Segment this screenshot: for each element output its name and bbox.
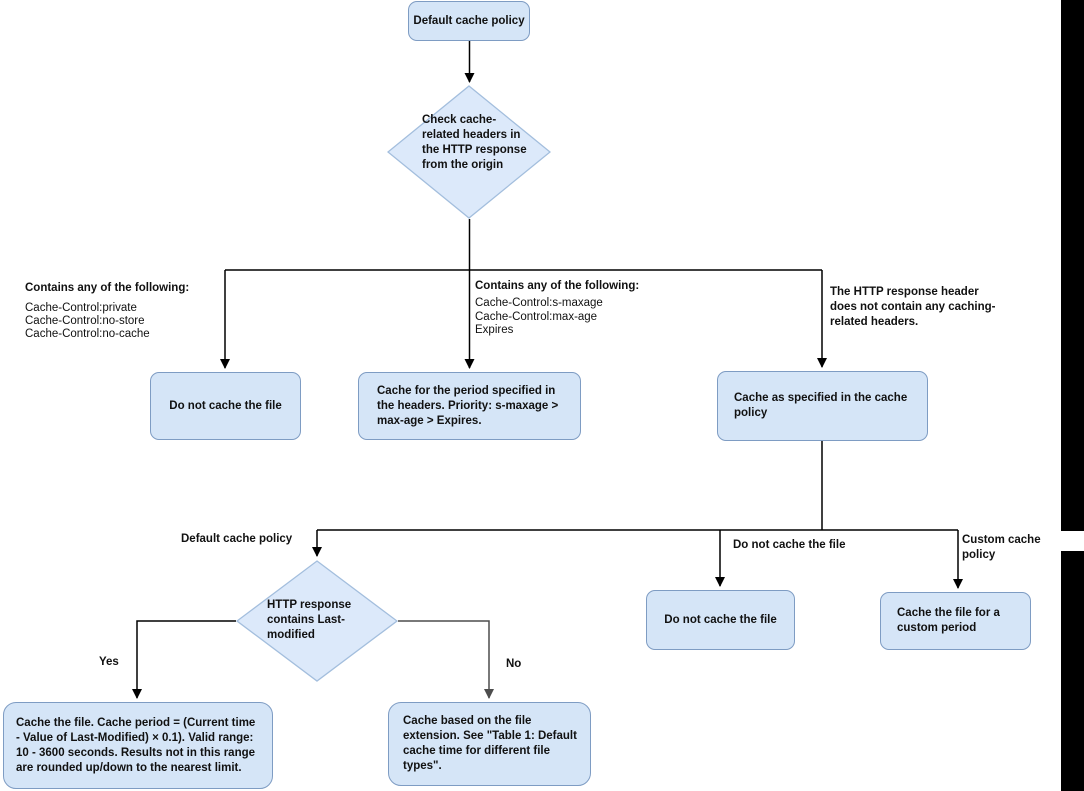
edge-label-default-policy: Default cache policy: [181, 533, 293, 545]
outside-canvas-strip: [1061, 0, 1084, 791]
edge-label-custom-policy: Custom cache policy: [962, 534, 1041, 561]
node-do-not-cache-1: Do not cache the file: [150, 372, 301, 440]
node-start: Default cache policy: [408, 1, 530, 41]
node-cache-custom: Cache the file for a custom period: [880, 592, 1031, 650]
node-cache-period: Cache for the period specified in the he…: [358, 372, 581, 440]
edge-label-right: The HTTP response header does not contai…: [830, 286, 996, 328]
node-cache-as-policy-label: Cache as specified in the cache policy: [734, 392, 908, 419]
node-cache-custom-label: Cache the file for a custom period: [897, 607, 1000, 634]
node-cache-extension-label: Cache based on the file extension. See "…: [403, 715, 577, 772]
edge-label-middle: Contains any of the following: Cache-Con…: [475, 279, 639, 338]
node-cache-period-label: Cache for the period specified in the he…: [377, 384, 559, 427]
node-cache-extension: Cache based on the file extension. See "…: [388, 702, 591, 786]
node-decision-last-modified: HTTP response contains Last- modified: [236, 560, 398, 682]
edge-label-left-items: Cache-Control:private Cache-Control:no-s…: [25, 302, 150, 340]
edge-label-do-not-cache: Do not cache the file: [733, 539, 846, 551]
edge-label-no: No: [506, 658, 522, 670]
edge-label-left-heading: Contains any of the following:: [25, 282, 190, 294]
node-do-not-cache-2-label: Do not cache the file: [664, 613, 777, 626]
node-cache-as-policy: Cache as specified in the cache policy: [717, 371, 928, 441]
node-cache-formula-label: Cache the file. Cache period = (Current …: [16, 716, 256, 774]
edge-label-middle-items: Cache-Control:s-maxage Cache-Control:max…: [475, 297, 603, 336]
node-do-not-cache-2: Do not cache the file: [646, 590, 795, 650]
diamond-shape: [387, 85, 551, 219]
edge-label-left: Contains any of the following: Cache-Con…: [25, 281, 189, 341]
node-do-not-cache-1-label: Do not cache the file: [169, 399, 282, 412]
node-decision-headers: Check cache- related headers in the HTTP…: [387, 85, 551, 219]
edge-label-middle-heading: Contains any of the following:: [475, 280, 640, 292]
label-background-patch: [1030, 531, 1084, 551]
node-decision-last-modified-label: HTTP response contains Last- modified: [267, 599, 352, 641]
node-cache-formula: Cache the file. Cache period = (Current …: [3, 702, 273, 789]
edge-label-yes: Yes: [99, 656, 119, 668]
node-start-label: Default cache policy: [413, 14, 525, 27]
diamond-shape: [236, 560, 398, 682]
node-decision-headers-label: Check cache- related headers in the HTTP…: [422, 114, 527, 171]
